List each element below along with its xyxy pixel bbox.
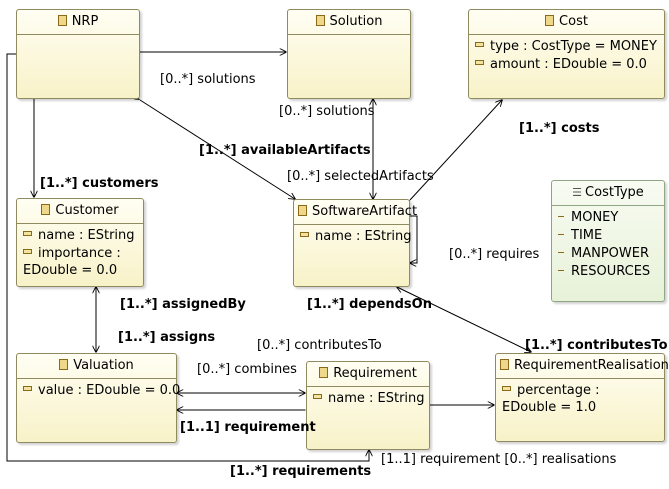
class-icon — [319, 367, 329, 378]
label-requirements: [1..*] requirements — [230, 464, 372, 479]
class-requirement-realisation[interactable]: RequirementRealisation percentage : EDou… — [495, 353, 669, 442]
attribute-row[interactable]: value : EDouble = 0.0 — [23, 382, 180, 400]
enum-icon: ☰ — [572, 186, 583, 199]
label-customers: [1..*] customers — [40, 176, 159, 191]
enum-cost-type-name: CostType — [585, 185, 644, 200]
literal-icon — [558, 270, 564, 271]
label-realisation-bottom: [1..1] requirement [0..*] realisations — [381, 452, 617, 467]
label-available-artifacts: [1..*] availableArtifacts — [199, 143, 371, 158]
enum-cost-type-header: ☰CostType — [552, 181, 664, 206]
class-requirement-header: Requirement — [307, 362, 429, 387]
attribute-icon — [502, 386, 511, 391]
class-software-artifact-header: SoftwareArtifact — [294, 200, 417, 225]
literal-text: MANPOWER — [571, 246, 650, 261]
class-requirement[interactable]: Requirement name : EString — [306, 361, 430, 450]
literal-text: MONEY — [571, 210, 619, 225]
attribute-row[interactable]: type : CostType = MONEY — [475, 38, 658, 56]
attribute-icon — [23, 231, 32, 236]
attribute-icon — [475, 42, 484, 47]
class-requirement-realisation-name: RequirementRealisation — [514, 358, 669, 373]
class-icon — [59, 359, 69, 370]
class-software-artifact-name: SoftwareArtifact — [312, 204, 418, 219]
label-contributes-to-bold: [1..*] contributesTo — [525, 338, 668, 353]
class-solution-name: Solution — [329, 14, 383, 29]
class-customer-header: Customer — [17, 199, 143, 224]
attribute-row[interactable]: amount : EDouble = 0.0 — [475, 56, 658, 74]
class-icon — [500, 359, 509, 370]
class-solution[interactable]: Solution — [287, 9, 411, 99]
edge-nrp-requirements — [6, 54, 369, 462]
class-software-artifact[interactable]: SoftwareArtifact name : EString — [293, 199, 417, 287]
label-assigns: [1..*] assigns — [118, 330, 216, 345]
enum-literal[interactable]: RESOURCES — [558, 263, 658, 281]
label-depends-on: [1..*] dependsOn — [307, 297, 432, 312]
literal-icon — [558, 252, 564, 253]
label-requirement-11: [1..1] requirement — [180, 420, 316, 435]
class-nrp-header: NRP — [17, 10, 139, 35]
label-selected-artifacts: [0..*] selectedArtifacts — [287, 169, 434, 184]
class-icon — [315, 15, 325, 26]
attribute-row[interactable]: name : EString — [300, 228, 412, 246]
attribute-text: importance : EDouble = 0.0 — [23, 246, 121, 278]
label-combines: [0..*] combines — [197, 362, 297, 377]
class-icon — [57, 15, 67, 26]
label-nrp-solutions: [0..*] solutions — [160, 72, 256, 87]
attribute-icon — [23, 249, 32, 254]
literal-text: TIME — [571, 228, 603, 243]
class-requirement-name: Requirement — [333, 366, 417, 381]
class-icon — [545, 15, 555, 26]
attribute-row[interactable]: name : EString — [23, 227, 137, 245]
literal-icon — [558, 216, 564, 217]
attribute-icon — [475, 60, 484, 65]
enum-literal[interactable]: MONEY — [558, 209, 658, 227]
class-valuation[interactable]: Valuation value : EDouble = 0.0 — [16, 353, 180, 443]
class-nrp[interactable]: NRP — [16, 9, 140, 99]
class-requirement-realisation-header: RequirementRealisation — [496, 354, 669, 379]
class-valuation-header: Valuation — [17, 354, 176, 379]
class-cost-header: Cost — [469, 10, 664, 35]
attribute-row[interactable]: percentage : EDouble = 1.0 — [502, 382, 652, 416]
label-requires: [0..*] requires — [449, 247, 540, 262]
class-icon — [41, 204, 51, 215]
attribute-icon — [23, 386, 32, 391]
label-assigned-by: [1..*] assignedBy — [120, 297, 246, 312]
attribute-icon — [313, 394, 322, 399]
literal-icon — [558, 234, 564, 235]
attribute-text: name : EString — [38, 228, 135, 243]
attribute-text: value : EDouble = 0.0 — [38, 383, 181, 398]
class-icon — [298, 205, 307, 216]
class-customer[interactable]: Customer name : EString importance : EDo… — [16, 198, 144, 287]
class-nrp-name: NRP — [71, 14, 99, 29]
enum-literal[interactable]: TIME — [558, 227, 658, 245]
attribute-text: name : EString — [315, 229, 412, 244]
attribute-icon — [300, 232, 309, 237]
attribute-row[interactable]: name : EString — [313, 390, 425, 408]
label-costs: [1..*] costs — [519, 121, 600, 136]
class-cost-name: Cost — [559, 14, 588, 29]
label-contributes-to: [0..*] contributesTo — [257, 338, 382, 353]
attribute-text: type : CostType = MONEY — [490, 39, 657, 54]
edge-artifact-realisation — [397, 287, 531, 352]
class-valuation-name: Valuation — [73, 358, 134, 373]
edge-artifact-requires — [410, 215, 418, 263]
attribute-text: percentage : EDouble = 1.0 — [502, 383, 600, 415]
attribute-text: name : EString — [328, 391, 425, 406]
attribute-row[interactable]: importance : EDouble = 0.0 — [23, 245, 137, 279]
enum-cost-type[interactable]: ☰CostType MONEY TIME MANPOWER RESOURCES — [551, 180, 665, 302]
label-solution-solutions: [0..*] solutions — [279, 104, 375, 119]
literal-text: RESOURCES — [571, 264, 651, 279]
edge-artifact-cost — [410, 100, 502, 200]
enum-literal[interactable]: MANPOWER — [558, 245, 658, 263]
class-cost[interactable]: Cost type : CostType = MONEY amount : ED… — [468, 9, 665, 99]
attribute-text: amount : EDouble = 0.0 — [490, 57, 647, 72]
class-solution-header: Solution — [288, 10, 410, 35]
class-customer-name: Customer — [55, 203, 119, 218]
